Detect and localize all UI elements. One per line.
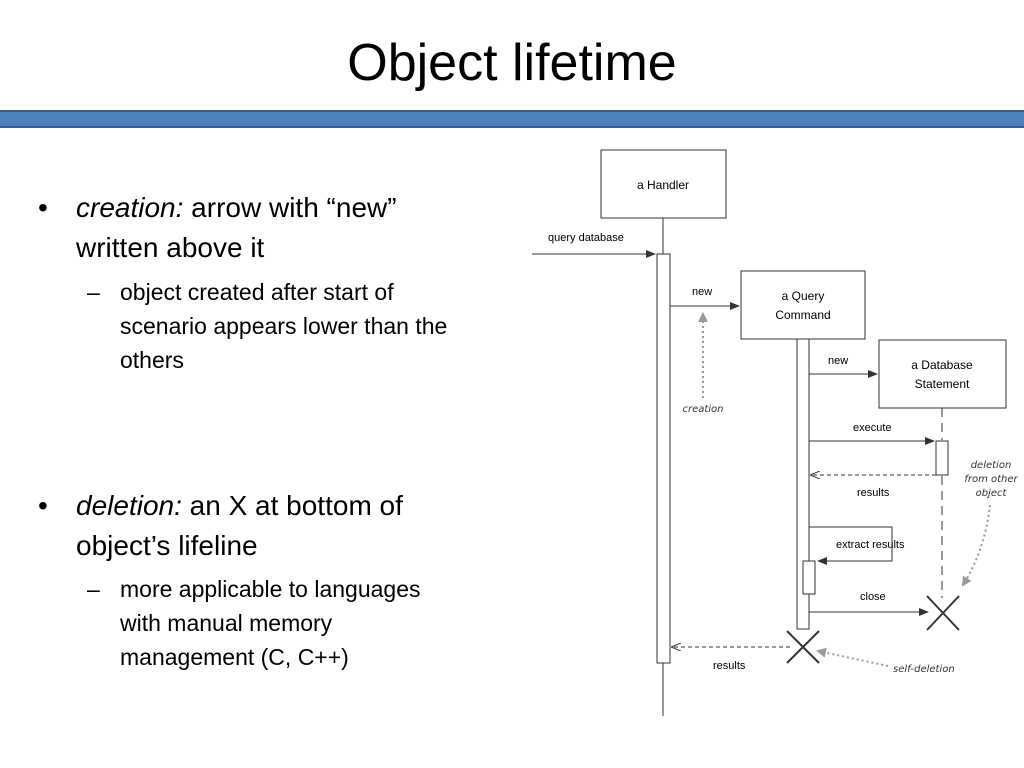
annotation-deletion-1: deletion	[971, 460, 1012, 471]
sub-bullet-line: others	[120, 347, 184, 373]
bullet-text: arrow with “new”	[183, 192, 397, 223]
bullet-dot: •	[38, 192, 48, 223]
activation-database-statement	[935, 440, 949, 476]
annotation-deletion-2: from other	[964, 474, 1018, 485]
message-label-results-db: results	[857, 487, 890, 499]
sub-bullet-line: management (C, C++)	[120, 644, 349, 670]
object-label-handler: a Handler	[637, 178, 689, 192]
object-label-query-2: Command	[775, 308, 830, 322]
bullet-term: creation:	[76, 192, 184, 223]
sub-bullet-line: more applicable to languages	[120, 576, 421, 602]
title-divider-bar	[0, 110, 1024, 128]
annotation-arrow-deletion	[961, 504, 991, 587]
message-label-query-database: query database	[548, 232, 624, 244]
object-box-handler	[600, 149, 727, 219]
slide-title: Object lifetime	[347, 34, 677, 92]
deletion-x-database-statement	[926, 595, 960, 631]
object-label-query-1: a Query	[782, 289, 825, 303]
sub-bullet-line: object created after start of	[120, 279, 394, 305]
activation-query-command	[796, 338, 810, 630]
message-label-close: close	[860, 591, 886, 603]
object-label-db-1: a Database	[911, 358, 973, 372]
bullet-term: deletion:	[76, 490, 182, 521]
object-box-query-command	[740, 270, 866, 340]
annotation-deletion-3: object	[976, 488, 1008, 499]
bullet-creation: • creation: arrow with “new” written abo…	[38, 188, 516, 268]
sub-bullet-dash: –	[87, 279, 100, 305]
bullet-text: object’s lifeline	[76, 530, 258, 561]
bullet-deletion: • deletion: an X at bottom of object’s l…	[38, 486, 516, 566]
sub-bullet-deletion: – more applicable to languages with manu…	[87, 572, 540, 674]
message-label-execute: execute	[853, 422, 892, 434]
message-label-results-handler: results	[713, 660, 746, 672]
sub-bullet-line: with manual memory	[120, 610, 333, 636]
annotation-creation: creation	[682, 404, 723, 415]
bullet-text: an X at bottom of	[181, 490, 403, 521]
sub-bullet-line: scenario appears lower than the	[120, 313, 448, 339]
message-extract-results	[809, 526, 893, 565]
sub-bullet-creation: – object created after start of scenario…	[87, 275, 540, 377]
deletion-x-query-command	[786, 630, 820, 664]
annotation-arrow-self-deletion	[816, 647, 889, 667]
sub-bullet-dash: –	[87, 576, 100, 602]
bullet-text: written above it	[76, 232, 265, 263]
object-box-database-statement	[878, 339, 1007, 409]
object-label-db-2: Statement	[915, 377, 970, 391]
message-label-extract-results: extract results	[836, 539, 905, 551]
message-label-new-query: new	[692, 286, 712, 298]
message-label-new-db: new	[828, 355, 848, 367]
activation-handler	[656, 253, 671, 664]
bullet-dot: •	[38, 490, 48, 521]
activation-self-call	[802, 560, 816, 595]
annotation-self-deletion: self-deletion	[893, 664, 955, 675]
